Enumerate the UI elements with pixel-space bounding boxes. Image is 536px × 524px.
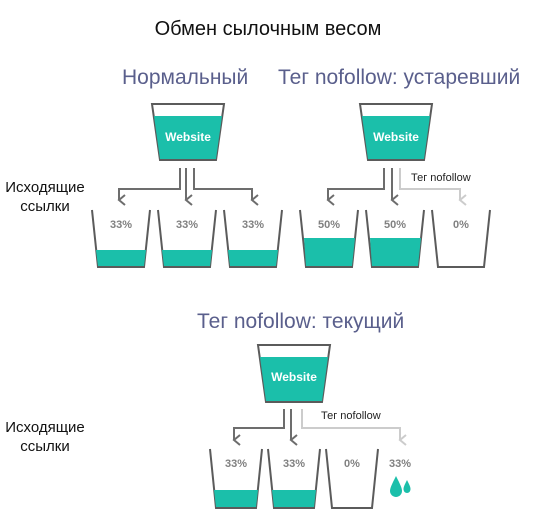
cup-old-1: 50% [299,209,359,268]
cup-water [272,490,316,507]
source-label: Website [165,130,211,144]
source-website-old: Website [358,103,434,161]
source-label: Website [373,130,419,144]
outgoing-links-label-top: Исходящие ссылки [2,178,88,216]
normal-section: Website 33% 33% 33% [91,103,283,268]
source-water [362,116,430,159]
cup-percent: 33% [176,219,198,231]
nofollow-label: Тег nofollow [321,410,381,422]
cup-percent: 0% [453,219,469,231]
outgoing-links-label-line1: Исходящие [5,419,85,436]
section-title-normal: Нормальный [122,66,249,89]
nofollow-label: Тег nofollow [411,172,471,184]
cup-water [162,250,212,266]
section-title-nofollow-current: Тег nofollow: текущий [197,310,405,333]
flow-arrows-current: Тег nofollow [232,408,407,446]
cup-water [96,250,146,266]
cup-percent: 33% [242,219,264,231]
outgoing-links-label-line2: ссылки [20,198,70,215]
cup-percent: 33% [225,458,247,470]
cup-percent: 33% [110,219,132,231]
nofollow-old-section: Website Тег nofollow 50% 50% 0% [299,103,491,268]
cup-percent: 33% [283,458,305,470]
source-water [154,116,222,159]
section-title-nofollow-old: Тег nofollow: устаревший [278,66,521,89]
outgoing-links-label-line2: ссылки [20,438,70,455]
cup-percent: 50% [384,219,406,231]
arrow-to-cup-1 [232,409,285,446]
cup-current-3: 0% [325,448,379,509]
cup-water [304,238,355,266]
cup-old-3: 0% [431,209,491,268]
flow-arrows-old: Тег nofollow [326,168,474,206]
cup-normal-3: 33% [223,209,283,268]
arrow-to-cup-1 [326,168,385,206]
nofollow-current-section: Website Тег nofollow 33% 33% 0% [209,344,411,509]
cup-current-1: 33% [209,448,263,509]
cup-water [370,238,421,266]
arrow-nofollow [399,168,467,206]
arrow-to-cup-1 [117,168,181,206]
source-water [260,357,328,401]
source-glass [256,344,332,403]
source-glass [150,103,226,161]
cup-percent: 0% [344,458,360,470]
cup-water [228,250,278,266]
page-title: Обмен сылочным весом [154,18,382,40]
cup-current-2: 33% [267,448,321,509]
cup-normal-2: 33% [157,209,217,268]
cup-water [214,490,258,507]
outgoing-links-label-line1: Исходящие [5,179,85,196]
source-glass [358,103,434,161]
cup-old-2: 50% [365,209,425,268]
source-website-current: Website [256,344,332,403]
source-label: Website [271,370,317,384]
cup-percent: 50% [318,219,340,231]
cup-percent: 33% [389,458,411,470]
cup-normal-1: 33% [91,209,151,268]
leaked-share: 33% [389,458,411,497]
outgoing-links-label-bottom: Исходящие ссылки [2,418,88,456]
water-drop-icon [390,476,411,497]
flow-arrows-normal [117,168,259,206]
arrow-to-cup-3 [193,168,259,206]
source-website-normal: Website [150,103,226,161]
arrow-nofollow [301,409,407,446]
